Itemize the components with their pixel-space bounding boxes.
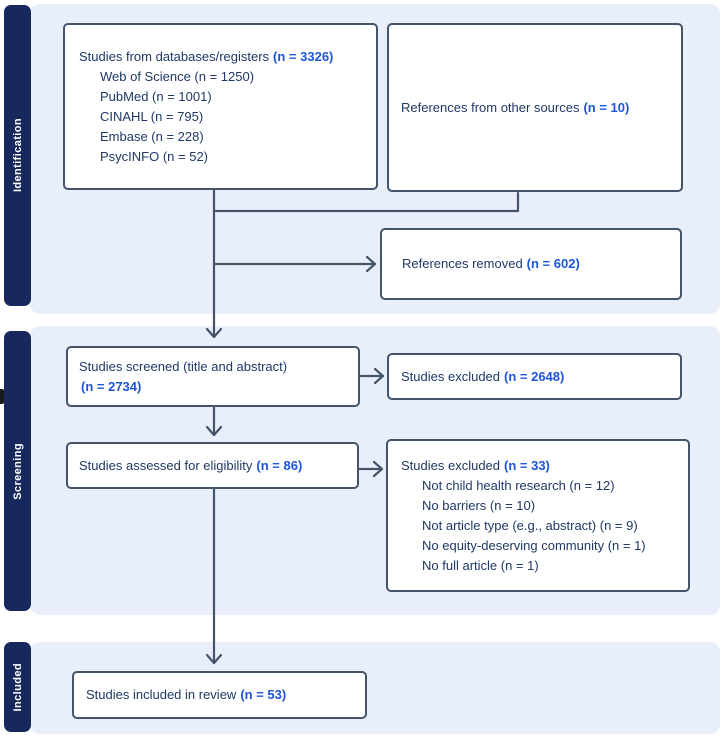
screened-box: Studies screened (title and abstract) (n…: [66, 346, 360, 407]
other-sources-box: References from other sources(n = 10): [387, 23, 683, 192]
other-sources-title: References from other sources(n = 10): [401, 99, 630, 115]
database-item: CINAHL (n = 795): [100, 108, 204, 124]
database-item: Web of Science (n = 1250): [100, 68, 255, 84]
exclusion-reason: Not child health research (n = 12): [422, 477, 615, 493]
excluded-screening-count: (n = 2648): [504, 368, 565, 384]
excluded-eligibility-title: Studies excluded(n = 33): [401, 457, 550, 473]
excluded-screening-title: Studies excluded(n = 2648): [401, 368, 565, 384]
exclusion-reason: No full article (n = 1): [422, 557, 539, 573]
screening-tab: Screening: [4, 331, 31, 611]
references-removed-title: References removed(n = 602): [402, 256, 580, 271]
included-review-box: Studies included in review(n = 53): [72, 671, 367, 719]
screened-title: Studies screened (title and abstract): [79, 358, 288, 374]
screened-count: (n = 2734): [81, 378, 142, 394]
excluded-screening-box: Studies excluded(n = 2648): [387, 353, 682, 400]
arrowhead-down-2: [205, 425, 223, 437]
assessed-title: Studies assessed for eligibility(n = 86): [79, 457, 303, 473]
databases-box: Studies from databases/registers(n = 332…: [63, 23, 378, 190]
assessed-box: Studies assessed for eligibility(n = 86): [66, 442, 359, 489]
edge-artifact-mark: [0, 389, 4, 404]
included-review-title: Studies included in review(n = 53): [86, 687, 287, 702]
identification-tab: Identification: [4, 5, 31, 306]
databases-count: (n = 3326): [273, 48, 334, 64]
connector-other-sources: [212, 191, 520, 213]
references-removed-count: (n = 602): [526, 256, 580, 271]
screened-count-line: (n = 2734): [79, 377, 358, 397]
arrowhead-down-3: [205, 653, 223, 665]
excluded-eligibility-count: (n = 33): [504, 457, 550, 473]
exclusion-reason: No equity-deserving community (n = 1): [422, 537, 646, 553]
arrowhead-right-3: [372, 460, 384, 478]
arrowhead-down-1: [205, 327, 223, 339]
included-review-count: (n = 53): [240, 687, 287, 702]
arrowhead-right-2: [373, 367, 385, 385]
included-tab: Included: [4, 642, 31, 732]
arrowhead-right-1: [365, 255, 377, 273]
database-item: Embase (n = 228): [100, 128, 204, 144]
other-sources-count: (n = 10): [583, 99, 630, 115]
databases-title: Studies from databases/registers(n = 332…: [79, 48, 334, 64]
database-item: PubMed (n = 1001): [100, 88, 212, 104]
database-item: PsycINFO (n = 52): [100, 148, 208, 164]
exclusion-reason: Not article type (e.g., abstract) (n = 9…: [422, 517, 638, 533]
assessed-count: (n = 86): [256, 457, 303, 473]
excluded-eligibility-box: Studies excluded(n = 33) Not child healt…: [386, 439, 690, 592]
references-removed-box: References removed(n = 602): [380, 228, 682, 300]
exclusion-reason: No barriers (n = 10): [422, 497, 536, 513]
